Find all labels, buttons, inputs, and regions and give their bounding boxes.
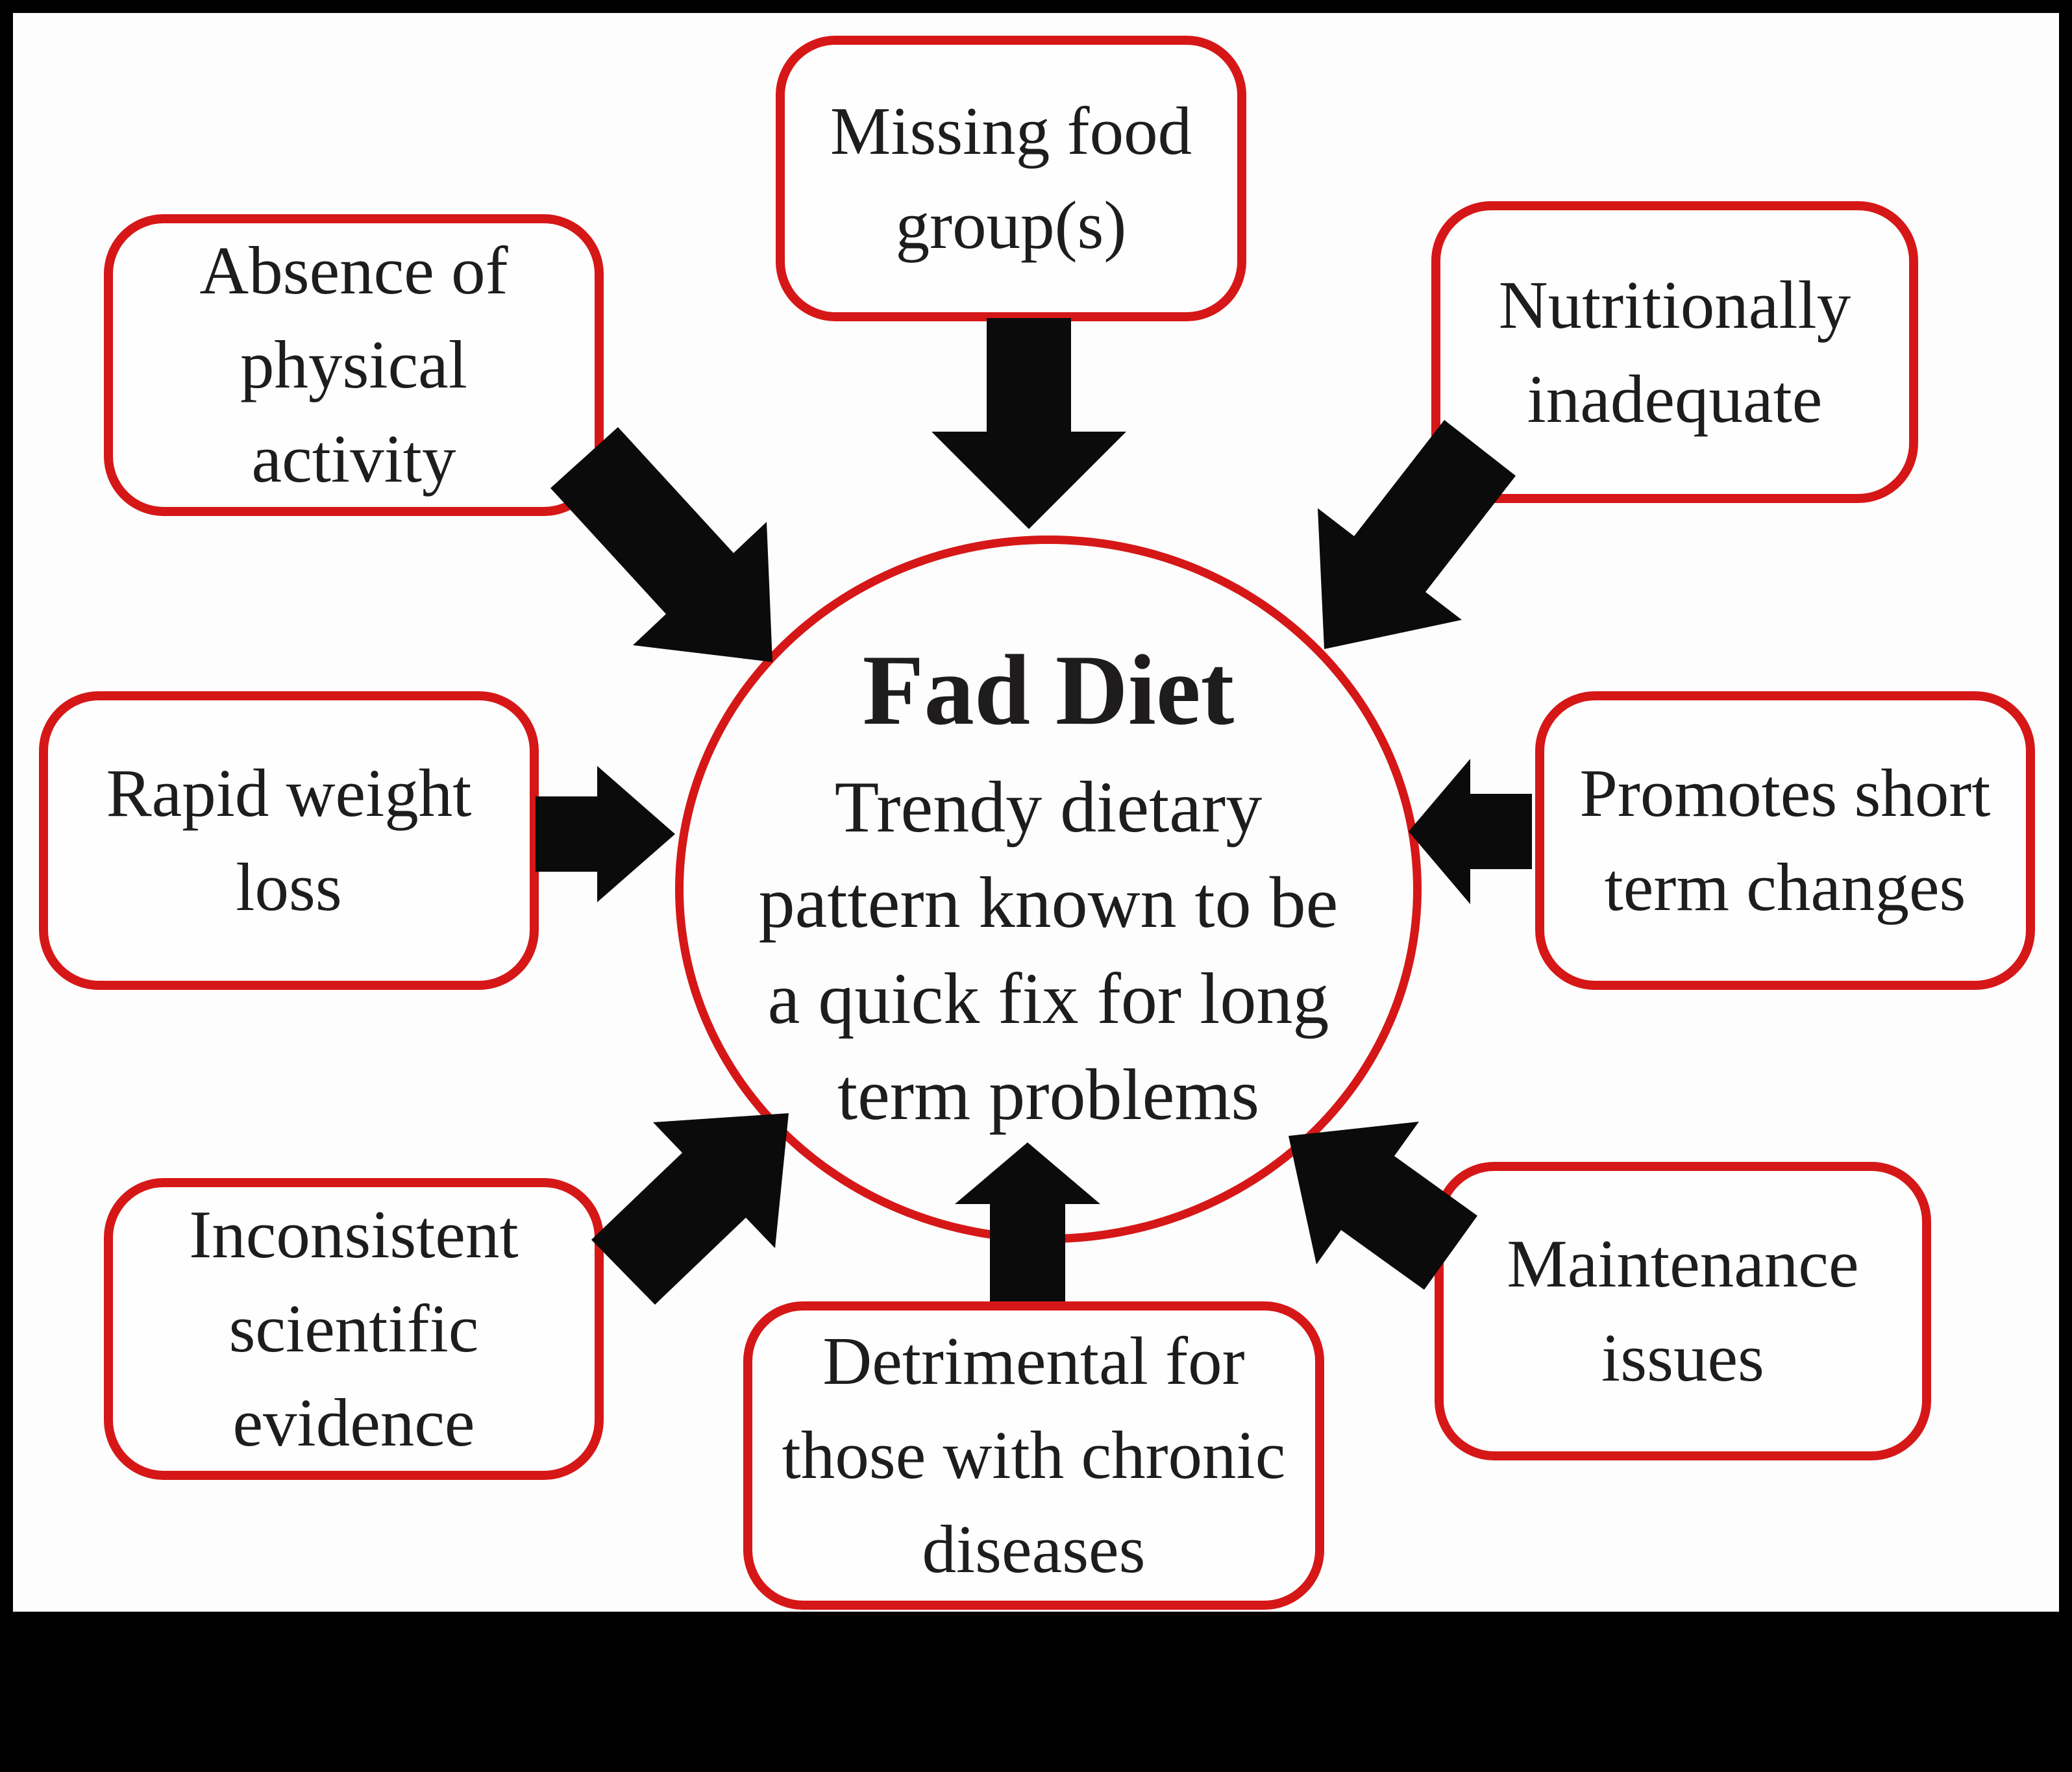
node-label: Missing food group(s) <box>830 93 1192 263</box>
node-missing-food-groups: Missing food group(s) <box>776 36 1246 321</box>
center-node-title: Fad Diet <box>862 634 1235 746</box>
node-maintenance-issues: Maintenance issues <box>1435 1162 1931 1460</box>
node-label: Rapid weight loss <box>106 755 472 925</box>
diagram-canvas: Fad Diet Trendy dietary pattern known to… <box>13 13 2059 1612</box>
node-absence-of-physical-activity: Absence of physical activity <box>104 214 604 516</box>
arrow-down-icon <box>931 318 1126 529</box>
node-label: Absence of physical activity <box>199 232 508 497</box>
node-label: Nutritionally inadequate <box>1498 266 1851 437</box>
node-label: Detrimental for those with chronic disea… <box>782 1323 1286 1587</box>
center-node-fad-diet: Fad Diet Trendy dietary pattern known to… <box>675 535 1422 1243</box>
node-detrimental-chronic-diseases: Detrimental for those with chronic disea… <box>743 1301 1324 1610</box>
arrow-right-icon <box>536 766 675 902</box>
center-node-description: Trendy dietary pattern known to be a qui… <box>758 767 1338 1136</box>
node-promotes-short-term-changes: Promotes short term changes <box>1535 691 2035 990</box>
node-rapid-weight-loss: Rapid weight loss <box>39 691 539 990</box>
node-inconsistent-scientific-evidence: Inconsistent scientific evidence <box>104 1178 604 1480</box>
node-label: Inconsistent scientific evidence <box>189 1196 519 1460</box>
node-label: Maintenance issues <box>1507 1225 1859 1396</box>
arrow-left-icon <box>1409 759 1532 904</box>
node-label: Promotes short term changes <box>1579 755 1991 925</box>
node-nutritionally-inadequate: Nutritionally inadequate <box>1431 201 1918 503</box>
